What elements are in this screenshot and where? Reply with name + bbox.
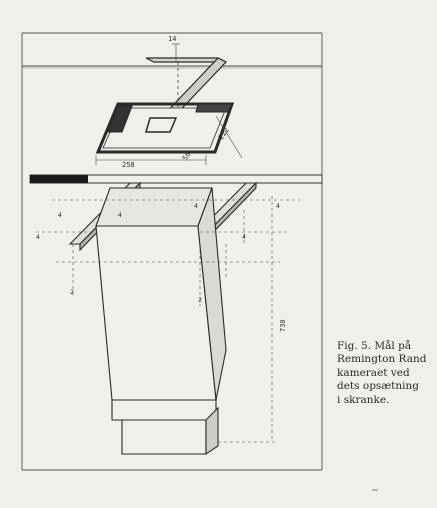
dim-small-left: 4 — [58, 211, 62, 219]
dim-lower-mid: 2 — [198, 296, 202, 304]
dim-small-a: 4 — [118, 211, 122, 219]
dim-height: 730 — [279, 319, 287, 332]
caption-line-3: kameraet ved — [337, 366, 410, 379]
caption-line-1: Fig. 5. Mål på — [337, 340, 412, 352]
dim-lower-left: 2 — [70, 288, 74, 296]
figure-caption: Fig. 5. Mål på Remington Rand kameraet v… — [337, 340, 433, 407]
dimension-dashes — [36, 196, 300, 443]
counter-slab — [29, 174, 323, 184]
counter-top-line — [22, 65, 322, 69]
dim-frame-width: 258 — [122, 161, 135, 169]
caption-line-5: i skranke. — [337, 393, 390, 406]
frame-dimension-lines — [95, 43, 243, 165]
dim-left-arm: 4 — [36, 233, 40, 241]
camera-body — [95, 187, 227, 456]
caption-line-4: dets opsætning — [337, 380, 420, 393]
dim-right-arm: 4 — [242, 233, 246, 241]
dim-frame-offset: 56 — [181, 151, 192, 163]
dim-small-b: 4 — [194, 202, 198, 210]
dim-frame-depth: 222 — [217, 126, 231, 141]
page-frame — [21, 32, 323, 471]
dim-small-right: 4 — [276, 202, 280, 210]
caption-line-2: Remington Rand — [337, 353, 427, 366]
mounting-frame — [95, 102, 235, 154]
dim-top-width: 14 — [168, 35, 176, 43]
